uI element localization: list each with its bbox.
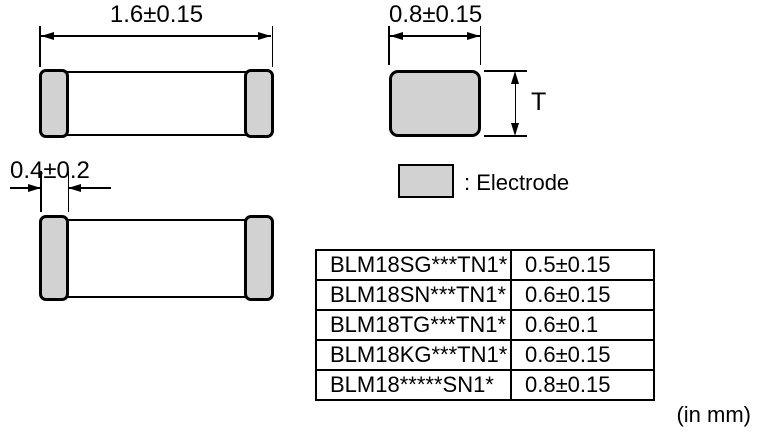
table-row: BLM18KG***TN1* 0.6±0.15 [315,339,655,371]
electrode-left [39,69,69,138]
end-view-body [389,70,481,137]
length-dimension-label: 1.6±0.15 [109,1,204,28]
electrode-right [244,215,274,301]
thickness-cell: 0.6±0.1 [510,309,655,341]
arrowhead-left-icon [390,32,403,40]
dimension-line [390,35,480,37]
arrowhead-down-icon [511,123,519,136]
table-row: BLM18SN***TN1* 0.6±0.15 [315,279,655,311]
arrowhead-left-icon [68,184,81,192]
thickness-table: BLM18SG***TN1* 0.5±0.15 BLM18SN***TN1* 0… [315,249,655,401]
dimension-line [514,74,516,133]
table-row: BLM18*****SN1* 0.8±0.15 [315,369,655,401]
electrode-swatch [398,164,454,198]
electrode-right [244,69,274,138]
thickness-cell: 0.5±0.15 [510,249,655,281]
extension-line [484,70,527,72]
part-number-cell: BLM18TG***TN1* [315,309,512,341]
chip-body [53,71,260,136]
dimension-line [41,35,271,37]
arrowhead-up-icon [511,71,519,84]
table-row: BLM18SG***TN1* 0.5±0.15 [315,249,655,281]
part-number-cell: BLM18SG***TN1* [315,249,512,281]
units-note: (in mm) [676,402,751,427]
thickness-cell: 0.8±0.15 [510,369,655,401]
extension-line [484,135,527,137]
dimension-line [10,187,40,189]
electrode-left [39,215,69,301]
thickness-label: T [531,88,547,116]
width-dimension-label: 0.8±0.15 [389,1,483,28]
electrode-width-dimension-label: 0.4±0.2 [10,157,90,184]
table-row: BLM18TG***TN1* 0.6±0.1 [315,309,655,341]
part-number-cell: BLM18SN***TN1* [315,279,512,311]
thickness-cell: 0.6±0.15 [510,339,655,371]
dimension-line [68,187,111,189]
extension-line [271,26,273,67]
extension-line [39,26,41,67]
thickness-cell: 0.6±0.15 [510,279,655,311]
arrowhead-right-icon [28,184,41,192]
legend-label: : Electrode [464,170,570,195]
arrowhead-left-icon [41,32,54,40]
extension-line [479,26,481,65]
part-number-cell: BLM18*****SN1* [315,369,512,401]
arrowhead-right-icon [258,32,271,40]
arrowhead-right-icon [467,32,480,40]
chip-body [53,219,260,298]
extension-line [388,26,390,65]
part-number-cell: BLM18KG***TN1* [315,339,512,371]
